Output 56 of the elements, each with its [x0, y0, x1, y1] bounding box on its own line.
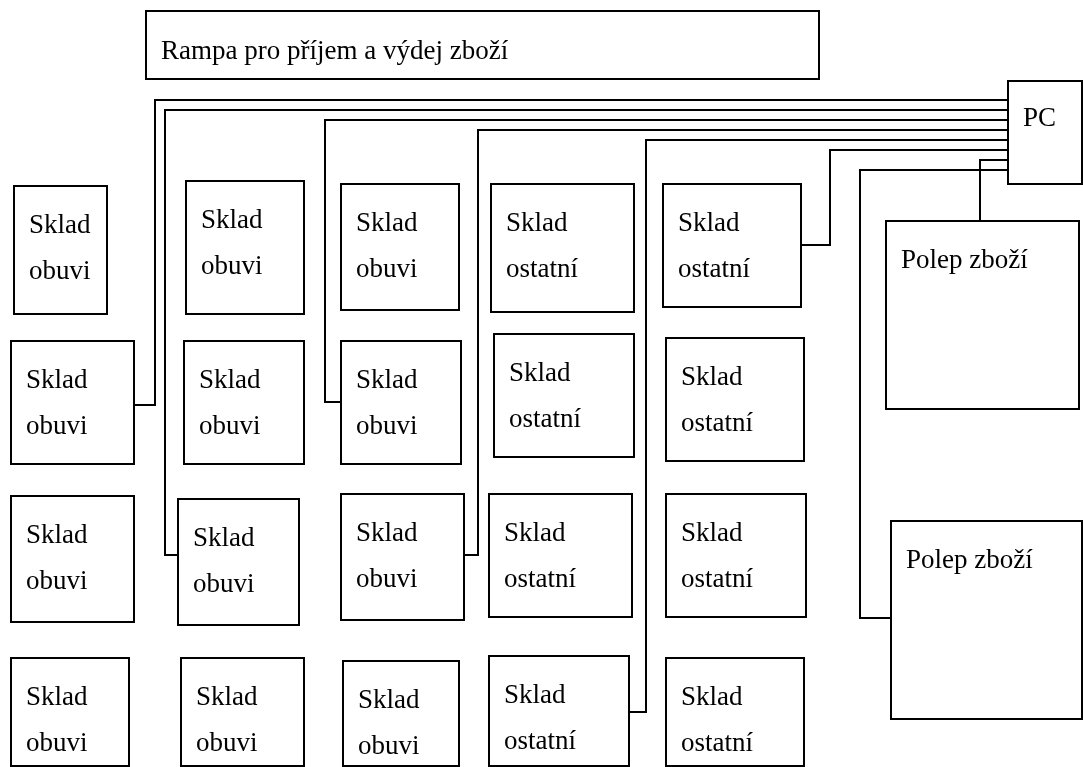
storage-room	[488, 493, 633, 618]
room-label: Sklad obuvi	[26, 363, 89, 442]
cable-line	[801, 149, 1008, 246]
cable-line	[464, 129, 1008, 556]
room-label: Sklad obuvi	[199, 363, 262, 442]
room-label: Sklad obuvi	[26, 518, 89, 597]
storage-room	[662, 183, 802, 308]
room-label: Sklad obuvi	[196, 680, 259, 759]
storage-room	[10, 340, 135, 465]
storage-room	[665, 657, 805, 767]
room-label: Sklad obuvi	[26, 680, 89, 759]
storage-room	[890, 520, 1083, 720]
storage-room	[10, 657, 130, 767]
ramp-area	[145, 10, 820, 80]
room-label: Sklad obuvi	[356, 206, 419, 285]
room-label: Sklad obuvi	[358, 683, 421, 762]
storage-room	[340, 183, 460, 311]
room-label: Sklad ostatní	[509, 356, 582, 435]
cable-line	[164, 109, 1008, 556]
cable-line	[134, 99, 1008, 406]
room-label: Sklad obuvi	[201, 203, 264, 282]
room-label: Sklad ostatní	[681, 516, 754, 595]
cable-line	[979, 159, 1008, 221]
room-label: Sklad ostatní	[504, 516, 577, 595]
ramp-label: Rampa pro příjem a výdej zboží	[161, 34, 510, 67]
storage-room	[490, 183, 635, 313]
storage-room	[180, 657, 305, 767]
room-label: Sklad obuvi	[193, 521, 256, 600]
room-label: Sklad ostatní	[681, 360, 754, 439]
computer-box	[1007, 80, 1083, 185]
room-label: Polep zboží	[901, 243, 1029, 276]
storage-room	[342, 660, 460, 767]
storage-room	[665, 337, 805, 462]
storage-room	[340, 340, 462, 465]
cable-line	[629, 139, 1008, 713]
room-label: Polep zboží	[906, 543, 1034, 576]
cable-line	[859, 169, 1008, 619]
storage-room	[177, 498, 300, 626]
storage-room	[185, 180, 305, 315]
room-label: Sklad ostatní	[681, 680, 754, 759]
room-label: Sklad ostatní	[504, 678, 577, 757]
storage-room	[885, 220, 1080, 410]
room-label: Sklad ostatní	[506, 206, 579, 285]
room-label: Sklad ostatní	[678, 206, 751, 285]
computer-label: PC	[1023, 101, 1058, 134]
storage-room	[183, 340, 305, 465]
room-label: Sklad obuvi	[356, 363, 419, 442]
room-label: Sklad obuvi	[356, 516, 419, 595]
cable-line	[324, 119, 1008, 403]
room-label: Sklad obuvi	[29, 208, 92, 287]
storage-room	[10, 495, 135, 623]
storage-room	[665, 493, 807, 618]
storage-room	[13, 185, 108, 315]
storage-room	[488, 655, 630, 767]
storage-room	[340, 493, 465, 621]
storage-room	[493, 333, 635, 458]
